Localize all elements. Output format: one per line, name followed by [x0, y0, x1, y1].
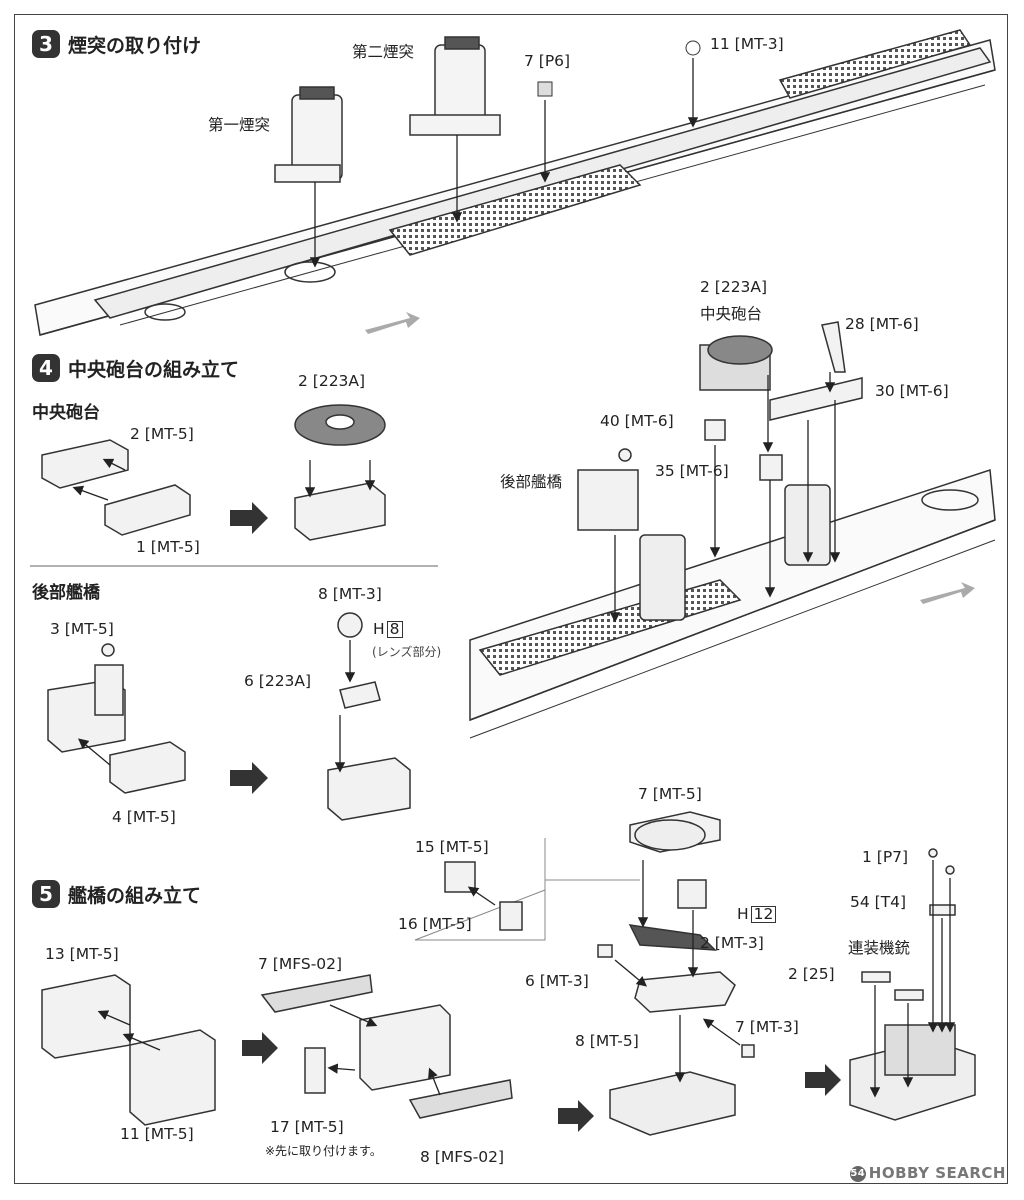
- label-16-mt5: 16 [MT-5]: [398, 915, 472, 933]
- label-30-mt6: 30 [MT-6]: [875, 382, 949, 400]
- step-arrow-5c: [805, 1064, 841, 1096]
- arrow-step4-ship: [920, 582, 975, 604]
- label-4-mt5: 4 [MT-5]: [112, 808, 176, 826]
- bridge-base-parts: [41, 974, 513, 1126]
- label-ship-rear: 後部艦橋: [500, 473, 563, 491]
- h-letter: H: [737, 905, 749, 923]
- label-6-mt3: 6 [MT-3]: [525, 972, 589, 990]
- h-number: 8: [386, 621, 403, 638]
- label-11-mt5: 11 [MT-5]: [120, 1125, 194, 1143]
- label-8-mt3: 8 [MT-3]: [318, 585, 382, 603]
- label-ship-center: 中央砲台: [700, 305, 763, 323]
- label-7-mfs02: 7 [MFS-02]: [258, 955, 343, 973]
- label-40-mt6: 40 [MT-6]: [600, 412, 674, 430]
- label-3-mt5: 3 [MT-5]: [50, 620, 114, 638]
- step-arrow-5a: [242, 1032, 278, 1064]
- label-13-mt5: 13 [MT-5]: [45, 945, 119, 963]
- ship-hull-step4: [469, 468, 996, 739]
- part-mt3-drawing: [685, 40, 701, 56]
- funnel-2-drawing: [409, 36, 501, 136]
- step-3-header: 3 煙突の取り付け: [32, 30, 201, 58]
- rear-bridge-parts: [47, 612, 411, 821]
- step-arrow-5b: [558, 1100, 594, 1132]
- step-number: 3: [32, 30, 60, 58]
- label-ship-2-223a: 2 [223A]: [700, 278, 768, 296]
- arrow-step3: [365, 312, 420, 334]
- step-4-header: 4 中央砲台の組み立て: [32, 354, 239, 382]
- step-arrow-4a: [230, 502, 268, 534]
- label-7-mt5: 7 [MT-5]: [638, 785, 702, 803]
- label-2-25: 2 [25]: [788, 965, 835, 983]
- step-5-header: 5 艦橋の組み立て: [32, 880, 201, 908]
- step-title: 煙突の取り付け: [68, 34, 202, 57]
- watermark-text: HOBBY SEARCH: [868, 1164, 1006, 1182]
- label-part-mt3: 11 [MT-3]: [710, 35, 784, 53]
- label-funnel-2: 第二煙突: [352, 43, 415, 61]
- label-8-mfs02: 8 [MFS-02]: [420, 1148, 505, 1166]
- label-twin-mg: 連装機銃: [848, 939, 911, 957]
- label-28-mt6: 28 [MT-6]: [845, 315, 919, 333]
- part-p6-drawing: [537, 81, 553, 97]
- label-lens: (レンズ部分): [372, 645, 442, 659]
- callout-line: [414, 838, 640, 941]
- note-attach-first: ※先に取り付けます。: [265, 1144, 382, 1158]
- sub-rear-bridge: 後部艦橋: [32, 583, 100, 603]
- label-35-mt6: 35 [MT-6]: [655, 462, 729, 480]
- label-2-223a: 2 [223A]: [298, 372, 366, 390]
- label-17-mt5: 17 [MT-5]: [270, 1118, 344, 1136]
- label-2-mt3: 2 [MT-3]: [700, 934, 764, 952]
- label-2-mt5: 2 [MT-5]: [130, 425, 194, 443]
- step-arrow-4b: [230, 762, 268, 794]
- page-frame: [14, 14, 1008, 1184]
- step-title: 中央砲台の組み立て: [68, 358, 240, 381]
- label-8-mt5: 8 [MT-5]: [575, 1032, 639, 1050]
- bridge-top-parts: [597, 811, 976, 1136]
- label-part-p6: 7 [P6]: [524, 52, 571, 70]
- center-battery-parts: [41, 404, 386, 541]
- label-7-mt3: 7 [MT-3]: [735, 1018, 799, 1036]
- sub-center-battery: 中央砲台: [32, 403, 100, 423]
- step-number: 4: [32, 354, 60, 382]
- ship-hull-step3: [34, 29, 996, 336]
- step-title: 艦橋の組み立て: [68, 884, 202, 907]
- funnel-1-drawing: [274, 86, 343, 183]
- h-number: 12: [750, 906, 777, 923]
- label-6-223a: 6 [223A]: [244, 672, 312, 690]
- label-1-mt5: 1 [MT-5]: [136, 538, 200, 556]
- label-funnel-1: 第一煙突: [208, 116, 271, 134]
- label-15-mt5: 15 [MT-5]: [415, 838, 489, 856]
- watermark-logo-icon: 54: [849, 1165, 866, 1182]
- ship-parts-step4: [577, 321, 863, 531]
- label-54-t4: 54 [T4]: [850, 893, 907, 911]
- label-1-p7: 1 [P7]: [862, 848, 909, 866]
- step-number: 5: [32, 880, 60, 908]
- h-letter: H: [373, 620, 385, 638]
